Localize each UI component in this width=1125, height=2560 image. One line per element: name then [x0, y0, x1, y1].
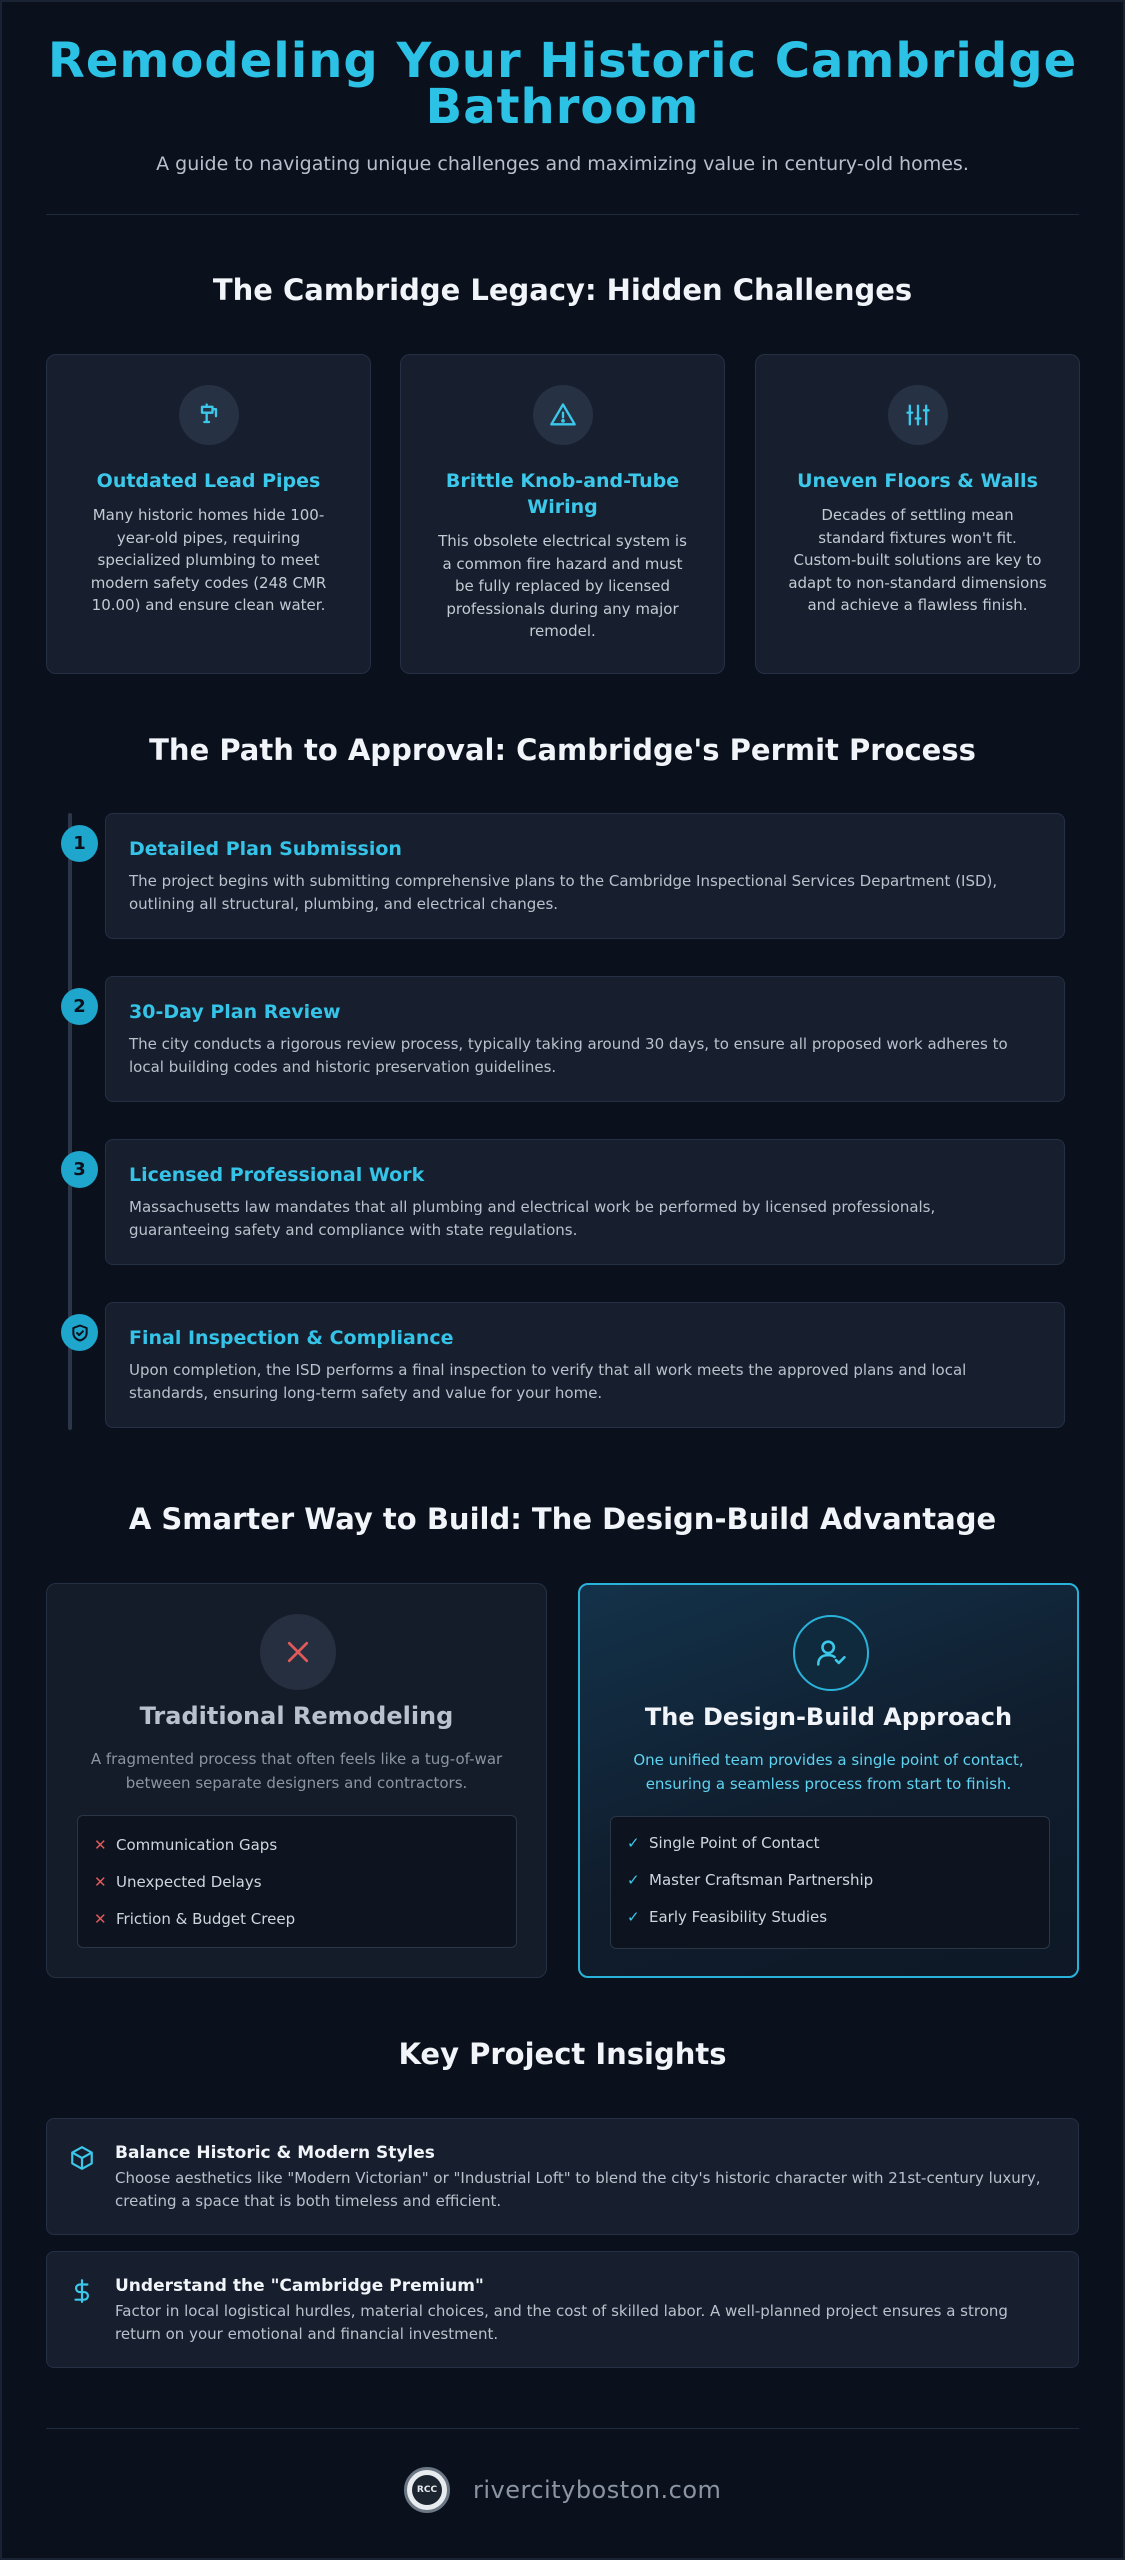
x-mark-icon: ✕: [94, 1873, 107, 1891]
design-build-approach-title: The Design-Build Approach: [644, 1703, 1013, 1731]
sliders-icon: [888, 385, 948, 445]
check-icon: ✓: [627, 1908, 640, 1926]
challenge-text: Decades of settling mean standard fixtur…: [788, 506, 1047, 614]
insight-card: Balance Historic & Modern Styles Choose …: [46, 2118, 1079, 2235]
step-text: Upon completion, the ISD performs a fina…: [129, 1361, 967, 1402]
design-build-card: The Design-Build Approach One unified te…: [578, 1583, 1079, 1978]
shield-check-icon: [61, 1314, 98, 1351]
permit-step: Licensed Professional Work Massachusetts…: [105, 1139, 1065, 1265]
logo-text: RCC: [412, 2475, 442, 2505]
permit-title: The Path to Approval: Cambridge's Permit…: [149, 733, 976, 767]
insight-text: Factor in local logistical hurdles, mate…: [115, 2302, 1008, 2343]
challenge-card: Uneven Floors & Walls Decades of settlin…: [755, 354, 1080, 674]
challenge-title: Outdated Lead Pipes: [96, 470, 321, 492]
check-icon: ✓: [627, 1871, 640, 1889]
cube-icon: [69, 2145, 95, 2171]
step-text: The city conducts a rigorous review proc…: [129, 1035, 1008, 1076]
step-number: 3: [61, 1151, 98, 1188]
step-title: 30-Day Plan Review: [129, 1001, 341, 1023]
step-number: 1: [61, 825, 98, 862]
footer-divider: [46, 2428, 1079, 2429]
list-item: ✓Single Point of Contact: [627, 1834, 820, 1852]
traditional-list: ✕Communication Gaps ✕Unexpected Delays ✕…: [77, 1815, 517, 1948]
step-title: Licensed Professional Work: [129, 1164, 425, 1186]
step-title: Final Inspection & Compliance: [129, 1327, 454, 1349]
x-icon: [260, 1614, 336, 1690]
insight-card: Understand the "Cambridge Premium" Facto…: [46, 2251, 1079, 2368]
traditional-title: Traditional Remodeling: [139, 1702, 454, 1730]
challenge-card: Outdated Lead Pipes Many historic homes …: [46, 354, 371, 674]
step-title: Detailed Plan Submission: [129, 838, 402, 860]
traditional-text: A fragmented process that often feels li…: [90, 1750, 503, 1792]
traditional-card: Traditional Remodeling A fragmented proc…: [46, 1583, 547, 1978]
list-item: ✓Master Craftsman Partnership: [627, 1871, 874, 1889]
timeline-line: [68, 813, 72, 1430]
list-item: ✓Early Feasibility Studies: [627, 1908, 828, 1926]
x-mark-icon: ✕: [94, 1836, 107, 1854]
challenges-title: The Cambridge Legacy: Hidden Challenges: [212, 273, 913, 307]
permit-step: Final Inspection & Compliance Upon compl…: [105, 1302, 1065, 1428]
design-build-approach-text: One unified team provides a single point…: [633, 1751, 1024, 1793]
design-build-list: ✓Single Point of Contact ✓Master Craftsm…: [610, 1816, 1050, 1949]
insight-title: Balance Historic & Modern Styles: [115, 2143, 435, 2163]
page-title: Remodeling Your Historic Cambridge Bathr…: [47, 33, 1078, 135]
permit-step: Detailed Plan Submission The project beg…: [105, 813, 1065, 939]
list-item: ✕Communication Gaps: [94, 1836, 278, 1854]
challenge-text: Many historic homes hide 100-year-old pi…: [90, 506, 327, 614]
page-subtitle: A guide to navigating unique challenges …: [156, 153, 969, 175]
design-build-title: A Smarter Way to Build: The Design-Build…: [128, 1502, 997, 1536]
list-item: ✕Unexpected Delays: [94, 1873, 262, 1891]
insights-title: Key Project Insights: [398, 2037, 727, 2071]
challenge-card: Brittle Knob-and-Tube Wiring This obsole…: [400, 354, 725, 674]
challenge-title: Uneven Floors & Walls: [797, 470, 1038, 492]
pipe-icon: [179, 385, 239, 445]
insight-text: Choose aesthetics like "Modern Victorian…: [115, 2169, 1041, 2210]
insight-title: Understand the "Cambridge Premium": [115, 2276, 484, 2296]
challenge-text: This obsolete electrical system is a com…: [438, 532, 687, 640]
check-icon: ✓: [627, 1834, 640, 1852]
dollar-icon: [69, 2278, 95, 2304]
x-mark-icon: ✕: [94, 1910, 107, 1928]
divider: [46, 214, 1079, 215]
user-check-icon: [793, 1615, 869, 1691]
footer-url-link[interactable]: rivercityboston.com: [473, 2476, 722, 2504]
challenge-title: Brittle Knob-and-Tube Wiring: [445, 470, 680, 518]
permit-step: 30-Day Plan Review The city conducts a r…: [105, 976, 1065, 1102]
logo: RCC: [404, 2467, 450, 2513]
step-text: The project begins with submitting compr…: [129, 872, 998, 913]
list-item: ✕Friction & Budget Creep: [94, 1910, 296, 1928]
step-number: 2: [61, 988, 98, 1025]
step-text: Massachusetts law mandates that all plum…: [129, 1198, 936, 1239]
warning-icon: [533, 385, 593, 445]
